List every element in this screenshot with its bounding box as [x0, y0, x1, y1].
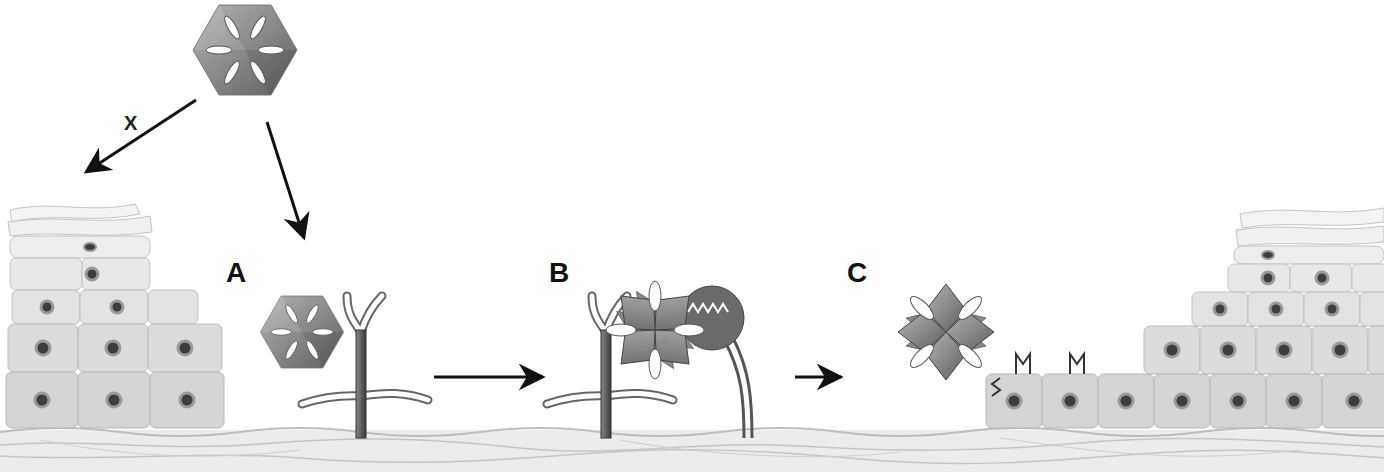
cell — [1304, 292, 1360, 326]
nucleus — [1262, 272, 1274, 284]
cell — [78, 324, 148, 372]
basement-membrane — [0, 430, 1384, 472]
entry-receptor — [1070, 354, 1084, 374]
nucleus — [1231, 394, 1245, 408]
stage-letter: A — [226, 258, 246, 288]
nucleus — [1165, 343, 1179, 357]
cell — [148, 324, 222, 372]
stage-group: C — [843, 258, 993, 440]
nucleus — [1119, 394, 1133, 408]
nucleus — [86, 268, 98, 280]
cell — [8, 324, 78, 372]
nucleus — [1287, 394, 1301, 408]
altered-capsid — [898, 284, 994, 380]
virus-capsid — [260, 296, 343, 368]
basal-cell — [150, 372, 224, 428]
virus-capsid — [193, 5, 297, 95]
basal-cell — [6, 372, 78, 428]
squame-cell — [1240, 208, 1384, 228]
nucleus — [1277, 343, 1291, 357]
nucleus — [106, 341, 120, 355]
blocked-route-arrow — [86, 100, 196, 172]
nucleus — [1326, 303, 1338, 315]
basal-cell — [1322, 374, 1384, 428]
nucleus — [1063, 394, 1077, 408]
receptor-cleft — [688, 304, 728, 312]
nucleus — [178, 341, 192, 355]
cell — [1144, 326, 1200, 374]
binding-route-arrow — [267, 122, 304, 238]
nucleus — [1262, 251, 1274, 259]
flat-cell — [10, 236, 150, 258]
membrane-fiber — [40, 438, 1300, 457]
cell — [1360, 292, 1384, 326]
left-epithelium — [6, 204, 224, 428]
stage-letter: C — [847, 258, 867, 288]
nucleus — [1347, 394, 1361, 408]
cell — [82, 258, 150, 290]
cell — [10, 258, 82, 290]
basal-cell — [1210, 374, 1266, 428]
cell — [1312, 326, 1368, 374]
altered-capsid — [587, 262, 723, 398]
cell — [1192, 292, 1248, 326]
squame-cell — [8, 216, 152, 236]
nucleus — [1175, 394, 1189, 408]
stage-group: A — [222, 258, 432, 440]
block-mark: X — [124, 112, 137, 134]
nucleus — [36, 341, 50, 355]
cell — [1352, 264, 1384, 292]
nucleus — [1333, 343, 1347, 357]
secondary-receptor-stalk — [724, 336, 752, 438]
membrane-fiber — [0, 450, 1384, 464]
step-arrow — [795, 376, 841, 379]
step-arrow — [434, 376, 543, 379]
stage-group: B — [545, 258, 793, 440]
cell — [1248, 292, 1304, 326]
entry-receptor — [1016, 354, 1030, 374]
basal-cell — [1154, 374, 1210, 428]
basal-cell — [1098, 374, 1154, 428]
cell — [1228, 264, 1290, 292]
cell — [12, 290, 80, 324]
nucleus — [41, 301, 53, 313]
basal-cell — [78, 372, 150, 428]
nucleus — [180, 393, 194, 407]
cell — [1368, 326, 1384, 374]
nucleus — [1316, 272, 1328, 284]
nucleus — [84, 243, 96, 251]
cell — [1200, 326, 1256, 374]
basal-cell — [1266, 374, 1322, 428]
entry-receptor — [992, 378, 1000, 396]
right-epithelium — [986, 208, 1384, 428]
nucleus — [1007, 394, 1021, 408]
nucleus — [111, 301, 123, 313]
cell — [1256, 326, 1312, 374]
flat-cell — [1234, 246, 1384, 264]
basal-cell — [1042, 374, 1098, 428]
secondary-receptor — [680, 286, 744, 350]
cell — [80, 290, 148, 324]
cell — [148, 290, 198, 324]
membrane-edge — [0, 428, 1384, 436]
cell — [1290, 264, 1352, 292]
nucleus — [35, 393, 49, 407]
squame-cell — [1236, 226, 1384, 246]
nucleus — [1270, 303, 1282, 315]
basal-cell — [986, 374, 1042, 428]
nucleus — [107, 393, 121, 407]
stage-letter: B — [549, 258, 569, 288]
nucleus — [1214, 303, 1226, 315]
nucleus — [1221, 343, 1235, 357]
